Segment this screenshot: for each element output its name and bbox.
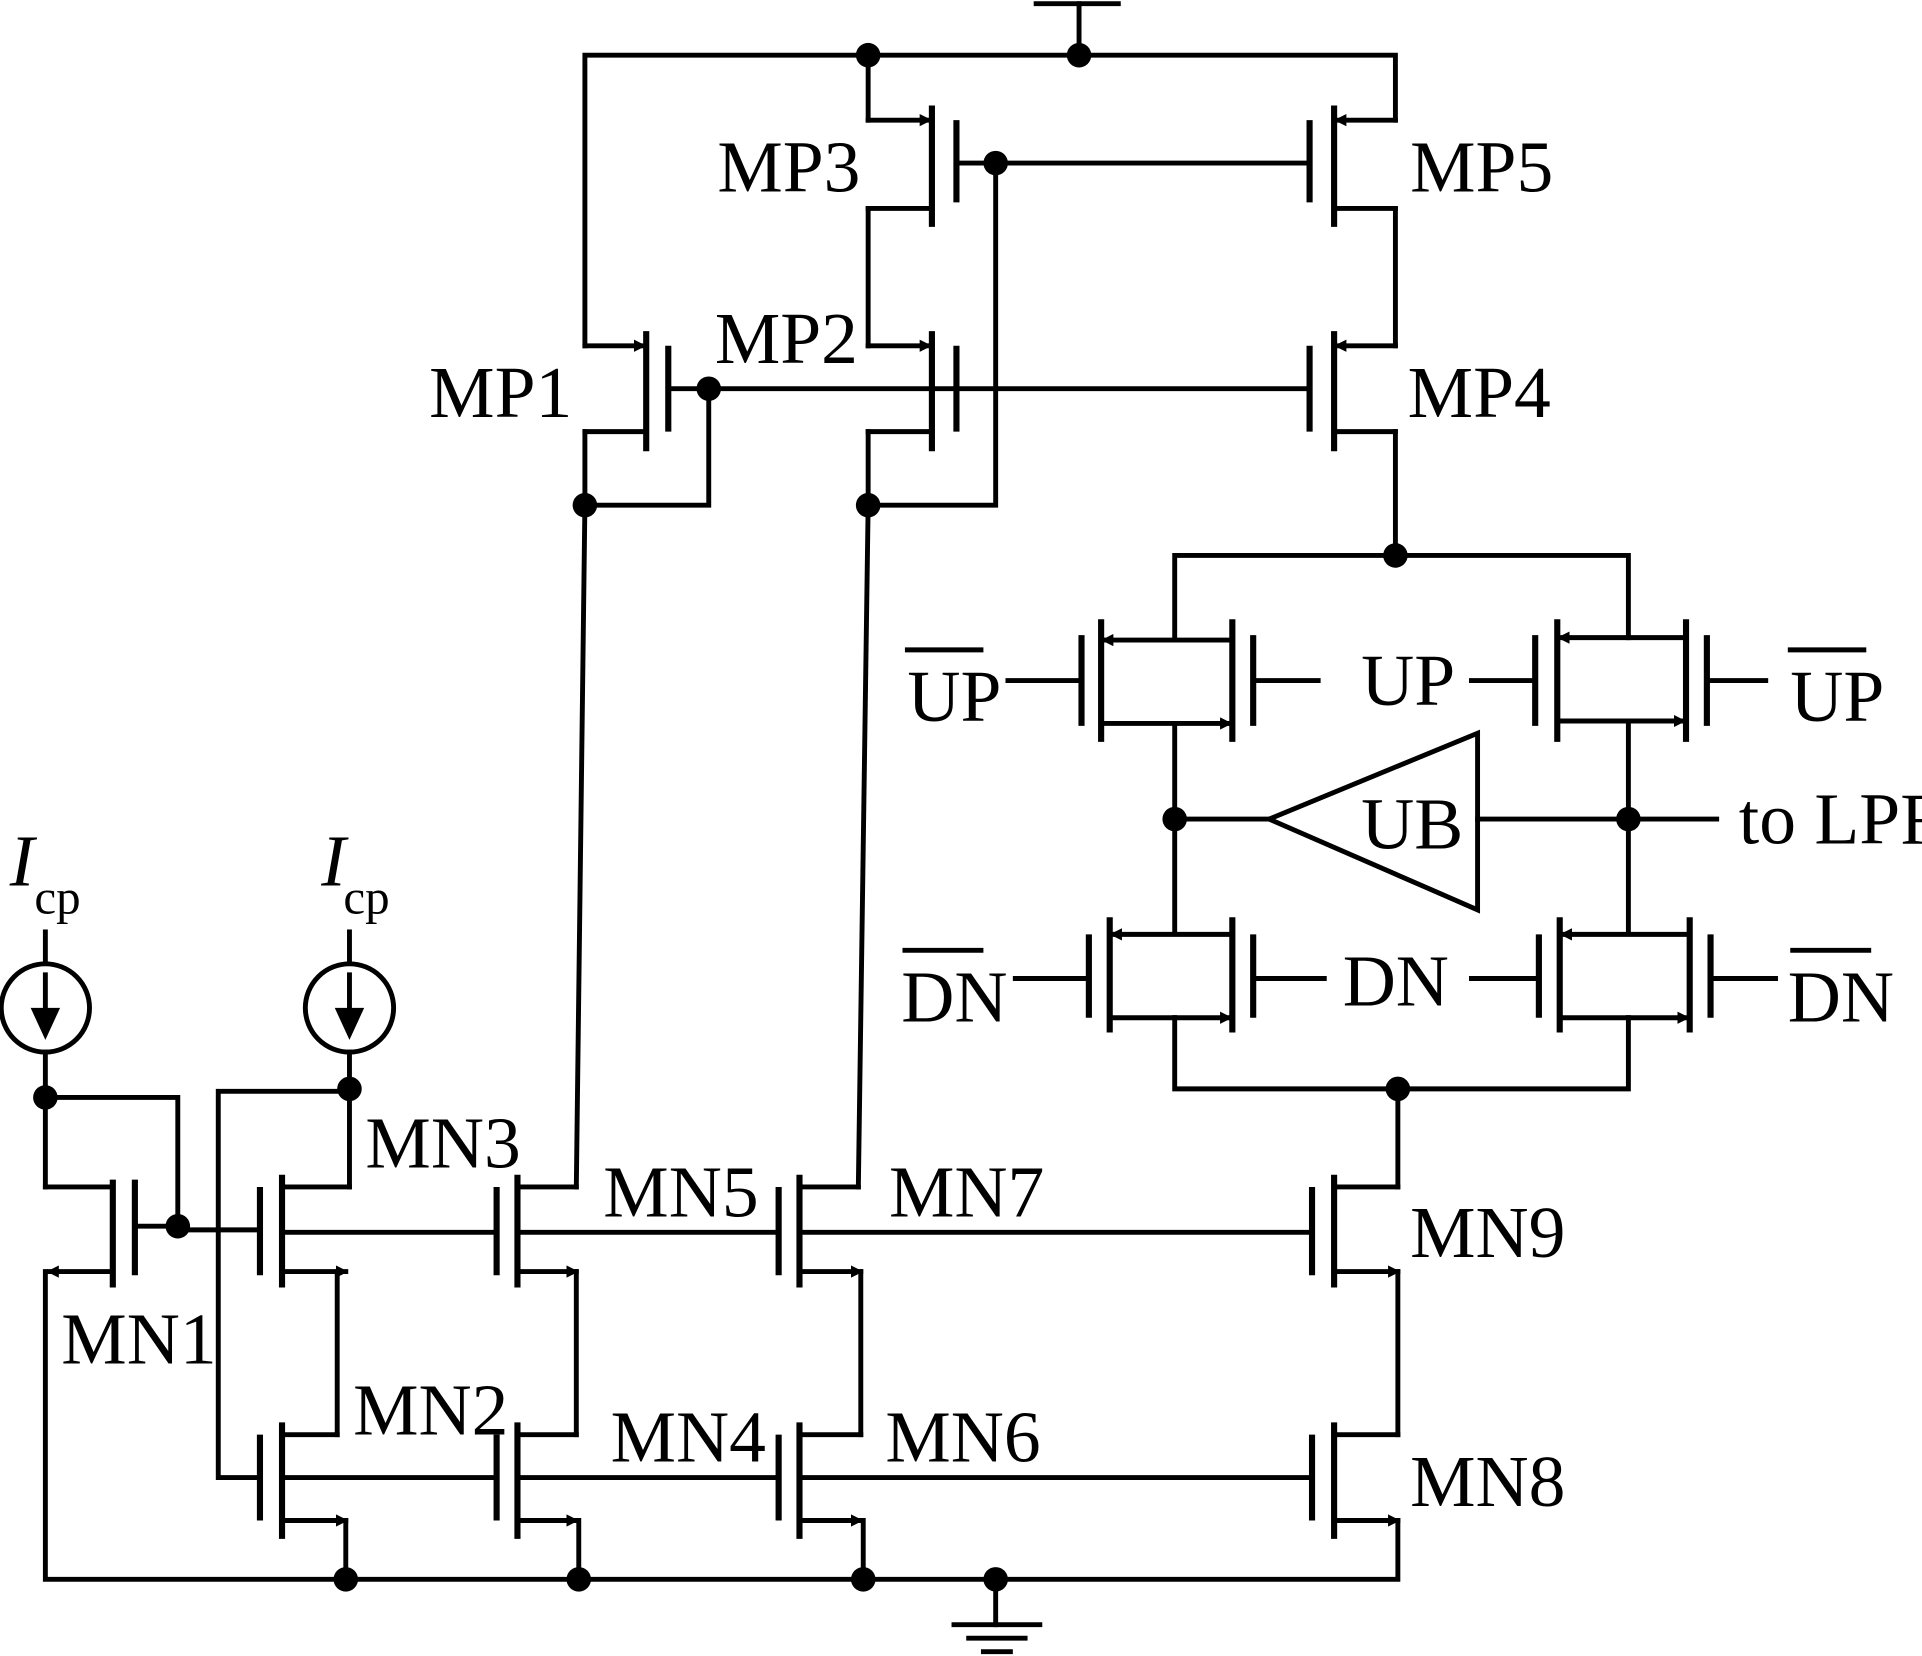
nmos-gate-wiring [175, 1088, 1315, 1481]
label-mn1: MN1 [61, 1298, 216, 1380]
signal-up-bar-left: UP [904, 647, 1001, 737]
svg-text:DN: DN [901, 955, 1007, 1037]
label-mn8: MN8 [1410, 1440, 1565, 1522]
label-mn4: MN4 [611, 1396, 766, 1478]
transistor-mn4 [493, 1269, 582, 1582]
label-mn6: MN6 [885, 1396, 1040, 1478]
switch-up-left [1172, 619, 1321, 742]
label-mn2: MN2 [353, 1369, 508, 1451]
label-mn3: MN3 [365, 1101, 520, 1183]
switch-dn-bar-right [1625, 917, 1778, 1033]
signal-up-middle: UP [1361, 639, 1455, 721]
transistor-mn2 [256, 1269, 349, 1582]
svg-text:cp: cp [343, 870, 389, 925]
signal-to-lpf: to LPF [1739, 778, 1922, 860]
transistor-mn8 [1308, 1269, 1401, 1539]
transistor-mn9 [1308, 1174, 1401, 1288]
svg-text:DN: DN [1788, 955, 1894, 1037]
label-icp-left: I cp [9, 819, 81, 924]
label-mn7: MN7 [889, 1150, 1044, 1232]
svg-text:UP: UP [1790, 655, 1884, 737]
label-mp3: MP3 [717, 125, 860, 207]
signal-dn-middle: DN [1343, 939, 1449, 1021]
transistor-mn1 [42, 1094, 181, 1288]
transistor-mn3 [256, 1086, 352, 1288]
transistor-mn6 [775, 1269, 866, 1582]
signal-dn-bar-right: DN [1788, 947, 1894, 1037]
label-mp2: MP2 [715, 297, 858, 379]
signal-dn-bar-left: DN [901, 947, 1008, 1037]
signal-up-bar-right: UP [1787, 647, 1884, 737]
transistor-mp3 [865, 105, 999, 227]
transistor-mp1 [582, 331, 672, 452]
ground-rail [42, 1269, 1401, 1582]
switch-dn-left [1172, 917, 1327, 1033]
transistor-mp4 [1306, 331, 1398, 452]
transistor-mp5 [993, 105, 1398, 227]
label-mp4: MP4 [1408, 351, 1551, 433]
current-source-left [0, 929, 92, 1100]
switch-up-bar-left [1005, 619, 1235, 742]
label-mn5: MN5 [603, 1150, 758, 1232]
label-mp5: MP5 [1410, 125, 1553, 207]
svg-text:cp: cp [34, 870, 80, 925]
vdd-rail [582, 52, 1398, 349]
label-mn9: MN9 [1410, 1191, 1565, 1273]
label-buffer: UB [1361, 783, 1463, 865]
svg-text:UP: UP [907, 655, 1001, 737]
junction-dots [33, 42, 1641, 1592]
svg-text:I: I [320, 819, 349, 901]
svg-text:I: I [9, 819, 38, 901]
switch-dn-right [1468, 917, 1693, 1033]
switch-up-right [1468, 619, 1689, 742]
current-source-right [302, 929, 397, 1092]
switch-up-bar-right [1625, 619, 1769, 742]
label-mp1: MP1 [429, 351, 572, 433]
label-icp-right: I cp [320, 819, 389, 924]
unity-buffer [1172, 729, 1720, 914]
switch-dn-bar-left [1012, 917, 1235, 1033]
